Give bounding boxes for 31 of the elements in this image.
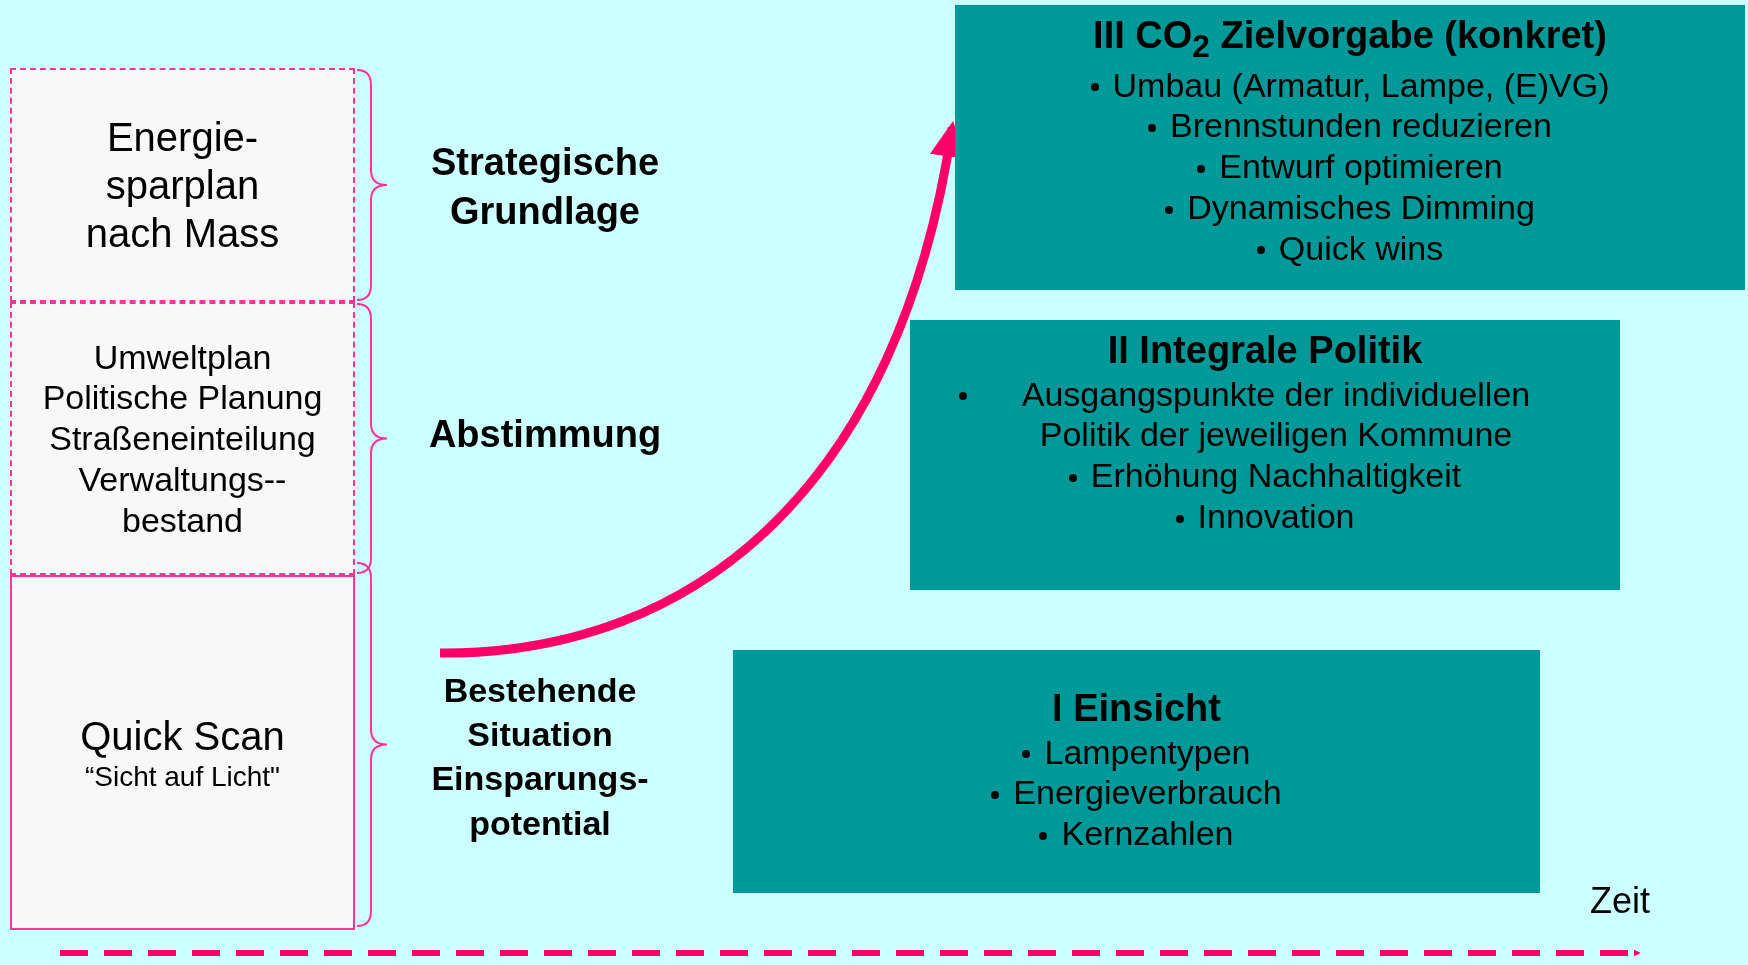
stage-box: [955, 5, 1745, 290]
bullet-item: Lampentypen: [1044, 731, 1251, 773]
box-subtext: Politische Planung: [42, 377, 323, 419]
box-subtext: Straßeneinteilung: [49, 418, 316, 459]
level-label: Strategische Grundlage: [429, 140, 661, 235]
bullet-item: Innovation: [1197, 496, 1355, 537]
level-label: Bestehende Situation Einsparungs- potential: [430, 670, 650, 844]
stage-box: [733, 650, 1540, 893]
box-subtext: Verwaltungs-- bestand: [77, 458, 288, 541]
box-text: Quick Scan: [80, 712, 285, 760]
plan-box: [10, 68, 355, 302]
axis-label: Zeit: [1589, 879, 1651, 923]
plan-box: [10, 302, 355, 575]
bullet-item: Brennstunden reduzieren: [1170, 105, 1552, 147]
stage-box: [910, 320, 1620, 590]
bullet-item: Ausgangspunkte der individuellen Politik der jeweiligen Kommune: [1020, 373, 1532, 456]
bullet-item: Umbau (Armatur, Lampe, (E)VG): [1112, 64, 1610, 106]
bullet-item: Quick wins: [1278, 227, 1444, 269]
stage-heading: II Integrale Politik: [1107, 328, 1423, 373]
plan-box: [10, 575, 355, 930]
bullet-item: Kernzahlen: [1061, 813, 1234, 854]
stage-heading: I Einsicht: [1052, 686, 1221, 731]
level-label: Abstimmung: [427, 412, 663, 457]
box-text: Energie- sparplan nach Mass: [84, 114, 281, 257]
bullet-item: Energieverbrauch: [1013, 772, 1282, 814]
bullet-item: Entwurf optimieren: [1219, 146, 1503, 187]
box-text: Umweltplan: [93, 336, 272, 378]
bullet-item: Dynamisches Dimming: [1187, 187, 1535, 228]
stage-heading: III CO$_{2}$ Zielvorgabe (konkret): [1093, 13, 1607, 65]
box-subtext: “Sicht auf Licht": [84, 759, 281, 794]
bullet-item: Erhöhung Nachhaltigkeit: [1090, 455, 1462, 496]
